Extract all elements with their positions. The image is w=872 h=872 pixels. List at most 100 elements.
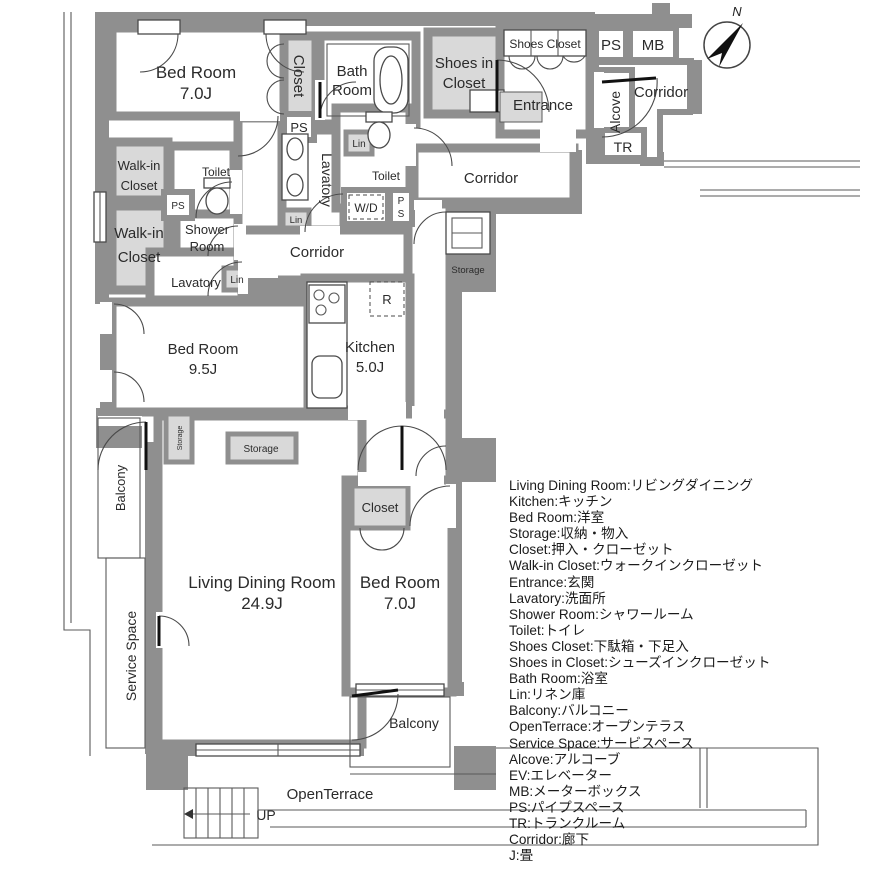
label-closet3: Closet [362,500,399,515]
legend: Living Dining Room:リビングダイニング Kitchen:キッチ… [509,478,849,864]
legend-line: OpenTerrace:オープンテラス [509,719,686,735]
label-lavatory2: Lavatory [319,153,335,207]
label-living-size: 24.9J [241,594,283,613]
arc-alcove-door [601,77,658,138]
arc-closet-top2 [265,33,305,73]
left-outer-rail [63,12,91,756]
label-open-terrace: OpenTerrace [287,786,374,803]
label-lin-lav1: Lin [230,275,243,286]
arc-bedroom3-fan [357,425,447,471]
arc-strip-door2 [415,445,447,477]
legend-line: Shoes in Closet:シューズインクローゼット [509,655,771,671]
label-walkin1-2: Closet [121,178,158,193]
fixtures [203,43,543,409]
label-up: UP [256,807,275,823]
terrace-outline [152,747,819,846]
labels: Bed Room 7.0J Closet Bath Room Shoes in … [113,37,688,823]
label-lin-lav2: Lin [290,215,303,226]
arc-toilet1-door [195,181,233,219]
label-storage-small: Storage [177,426,184,451]
legend-line: Entrance:玄関 [509,574,595,590]
label-shoes-in-2: Closet [443,75,486,92]
arc-closet-top1 [139,33,179,73]
entrance-step2 [499,91,543,123]
label-bath-2: Room [332,82,372,99]
legend-line: MB:メーターボックス [509,783,642,799]
arc-bedroom3-door [409,485,451,527]
stairs [183,787,259,839]
closet-slider-2 [263,19,307,35]
legend-line: Balcony:バルコニー [509,703,629,719]
toilet1-icon [205,187,229,215]
room-walkin1 [107,137,173,205]
legend-line: Corridor:廊下 [509,832,590,848]
legend-line: Storage:収納・物入 [509,526,629,542]
service-space-rail [105,557,146,749]
toilet2-tank [365,111,393,123]
legend-line: Toilet:トイレ [509,622,586,638]
label-bedroom2-size: 9.5J [189,361,217,378]
legend-line: Shower Room:シャワールーム [509,606,694,622]
arc-balcony-left-door [97,421,147,471]
legend-line: Walk-in Closet:ウォークインクローゼット [509,558,764,574]
room-living [153,411,367,749]
label-kitchen-size: 5.0J [356,359,384,376]
label-shoes-in-1: Shoes in [435,55,493,72]
sink1-icon [286,137,304,161]
label-balcony-bottom: Balcony [389,715,439,731]
label-wd: W/D [354,201,378,215]
label-lin-mid: Lin [352,139,365,150]
legend-line: Lavatory:洗面所 [509,590,606,606]
label-closet1: Closet [290,55,307,98]
label-lavatory1: Lavatory [171,275,221,290]
label-shower-2: Room [190,239,225,254]
label-alcove: Alcove [607,91,623,133]
label-fridge: R [382,292,391,307]
legend-line: Closet:押入・クローゼット [509,542,674,558]
common-corridor-lines [664,160,860,197]
legend-line: Bath Room:浴室 [509,671,608,687]
label-living: Living Dining Room [188,573,335,592]
legend-line: EV:エレベーター [509,767,612,783]
sink2-icon [286,173,304,197]
label-walkin2-1: Walk-in [114,225,163,242]
arc-shower-door [207,225,239,257]
label-shoes-closet: Shoes Closet [509,37,581,51]
label-shower-1: Shower [185,222,230,237]
legend-line: Shoes Closet:下駄箱・下足入 [509,638,689,654]
label-bedroom1-size: 7.0J [180,84,212,103]
label-corridor-mid: Corridor [290,244,344,261]
arc-lavatory1-door [207,261,243,297]
legend-line: Service Space:サービスペース [509,735,694,751]
label-corridor-right: Corridor [464,170,518,187]
room-lin-lav2 [280,207,312,231]
label-bedroom3: Bed Room [360,573,440,592]
compass-needle-icon [707,23,743,67]
arc-bedroom2-door1 [113,303,145,335]
arc-closet3-doors [359,527,405,551]
legend-line: PS:パイプスペース [509,799,625,815]
kitchen-sink-icon [311,355,343,399]
label-storage-right: Storage [451,265,484,276]
compass-north-label: N [732,4,742,19]
door-arcs [97,33,658,741]
label-mb: MB [642,37,665,54]
thin-lines [63,12,860,846]
legend-line: J:畳 [509,848,534,864]
label-storage-ldk: Storage [243,444,278,455]
room-tr [599,127,647,161]
label-ps-top: PS [601,37,621,54]
shoes-closet-scallops [508,55,586,70]
arc-entrance-door [496,59,550,113]
legend-line: Alcove:アルコーブ [509,751,621,767]
label-walkin1-1: Walk-in [118,158,161,173]
label-walkin2-2: Closet [118,249,161,266]
room-storage-ldk [225,431,299,465]
label-ps-wd-2: S [398,209,405,220]
corridor-right [409,143,579,207]
washer-dashed [348,194,384,220]
room-ps-top [593,25,629,63]
arc-balcony-bottom-door [351,693,399,741]
